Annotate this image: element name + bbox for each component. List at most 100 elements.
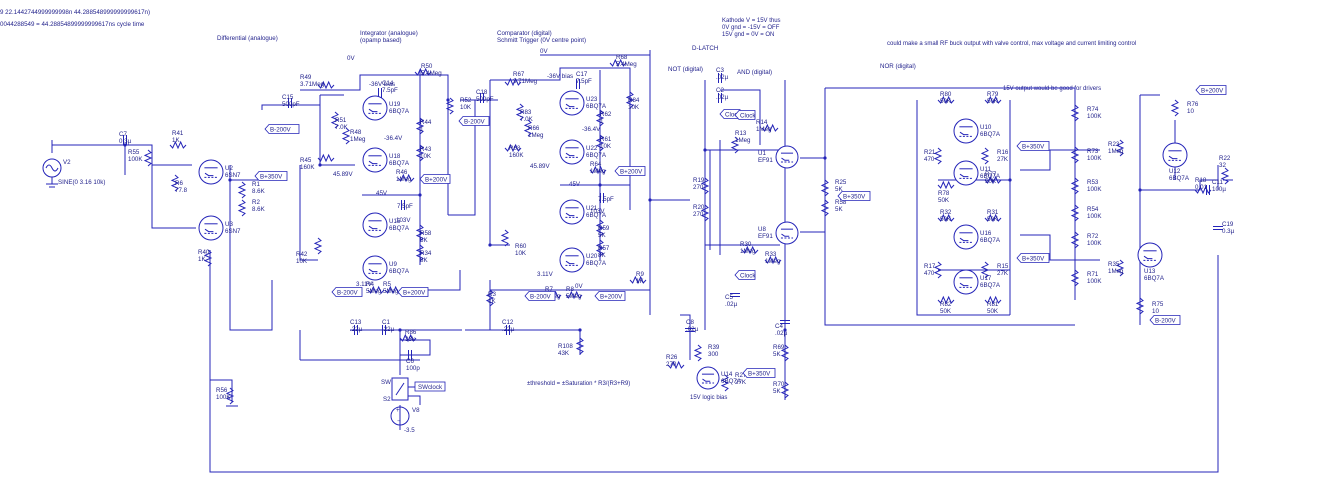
capacitor-c14-ref: C14 <box>382 80 394 87</box>
resistor-r74-ref: R74 <box>1087 106 1099 113</box>
resistor-r76-ref: R76 <box>1187 101 1199 108</box>
capacitor-c3-ref: C3 <box>716 67 724 74</box>
resistor-r9-value: 1K <box>636 278 644 285</box>
resistor-r14-value: 1Meg <box>756 126 772 133</box>
capacitor-c4-value: .02µ <box>775 330 788 337</box>
sw-name: SW <box>381 379 391 386</box>
resistor-r43-value: 10K <box>420 153 432 160</box>
resistor-r3-ref: R3 <box>488 291 496 298</box>
resistor-r58b-ref: R58 <box>835 199 847 206</box>
resistor-r81-value: 50K <box>987 308 999 315</box>
resistor-r63-value: 160K <box>509 152 524 159</box>
resistor-r75-ref: R75 <box>1152 301 1164 308</box>
note-bias-1: -36V bias <box>369 81 395 88</box>
tube-u19-type: 6BQ7A <box>389 108 410 115</box>
capacitor-c14-value: 7.5pF <box>382 87 398 94</box>
flag-b350-label: B+350V <box>748 371 771 378</box>
flag-b350-label: B+350V <box>1022 144 1045 151</box>
note-threshold: ±threshold = ±Saturation * R3/(R3+R9) <box>527 381 630 387</box>
tube-u10-type: 6BQ7A <box>980 131 1001 138</box>
resistor-r5-ref: R5 <box>383 281 391 288</box>
resistor-r53-value: 100K <box>1087 186 1102 193</box>
tube-u23-ref: U23 <box>586 96 598 103</box>
sim-time-line-1: 9 22.1442744999999998n 44.28854899999999… <box>0 9 150 16</box>
flag-b200-label: B-200V <box>464 119 486 126</box>
swclock-label: SWclock <box>418 384 443 391</box>
note-logic-bias: 15V logic bias <box>690 395 727 401</box>
resistor-r51-value: 7.0K <box>335 124 349 131</box>
resistor-r32-ref: R32 <box>940 209 952 216</box>
resistor-r108-value: 43K <box>558 350 570 357</box>
flag-b350-12: B+350V <box>742 368 776 378</box>
resistor-r18-value: 0.01 <box>1195 184 1208 191</box>
tube-u12-ref: U12 <box>1169 168 1181 175</box>
resistor-r2-value: 8.6K <box>252 206 266 213</box>
resistor-r57-value: 8K <box>598 252 606 259</box>
capacitor-c11-ref: C11 <box>1212 179 1223 186</box>
capacitor-c19-ref: C19 <box>1222 221 1234 228</box>
resistor-r49-value: 3.71Meg <box>300 81 325 88</box>
capacitor-c7-value: 0.3µ <box>119 138 132 145</box>
capacitor-c8-value: .02µ <box>686 326 699 333</box>
resistor-r13-ref: R13 <box>735 130 747 137</box>
capacitor-c19-value: 0.3µ <box>1222 228 1235 235</box>
resistor-r1-ref: R1 <box>252 181 260 188</box>
tube-u16-type: 6BQ7A <box>980 237 1001 244</box>
resistor-r76-value: 10 <box>1187 108 1194 115</box>
resistor-r77-value: 50K <box>985 178 997 185</box>
resistor-r80-value: 50K <box>940 98 952 105</box>
tube-u18-type: 6BQ7A <box>389 160 410 167</box>
capacitor-c3-value: .02µ <box>716 74 729 81</box>
resistor-r14-ref: R14 <box>756 119 768 126</box>
resistor-r22-value: 32 <box>1219 162 1226 169</box>
tube-u18-ref: U18 <box>389 153 401 160</box>
tube-u14-type: 6BQ7A <box>721 378 742 385</box>
resistor-r8-value: 5Meg <box>566 293 582 300</box>
section-differential: Differential (analogue) <box>217 35 278 42</box>
resistor-r4-ref: R4 <box>366 281 374 288</box>
resistor-r84-ref: R84 <box>628 97 640 104</box>
note-v-103b: 103V <box>590 208 605 215</box>
resistor-r75-value: 10 <box>1152 308 1159 315</box>
tube-u3-ref: U3 <box>225 221 233 228</box>
resistor-r35-ref: R35 <box>1108 261 1120 268</box>
resistor-r43-ref: R43 <box>420 146 432 153</box>
resistor-r60-ref: R60 <box>515 243 527 250</box>
resistor-r48-ref: R48 <box>350 129 362 136</box>
resistor-r53-ref: R53 <box>1087 179 1099 186</box>
resistor-r18-ref: R18 <box>1195 177 1207 184</box>
resistors: R411KR55100KR677.8R18.6KR28.6KR401KR5610… <box>128 54 1231 405</box>
note-v-45a: 45V <box>376 190 388 197</box>
flag-b200-3: B-200V <box>331 287 363 297</box>
resistor-r81-ref: R81 <box>987 301 999 308</box>
resistor-r6-value: 77.8 <box>175 187 188 194</box>
capacitor-c13-ref: C13 <box>350 319 362 326</box>
flag-b350-label: B+350V <box>260 174 283 181</box>
resistor-r56-ref: R56 <box>216 387 228 394</box>
resistor-r30-value: 1Meg <box>740 248 756 255</box>
resistor-r59-value: 5K <box>598 232 606 239</box>
